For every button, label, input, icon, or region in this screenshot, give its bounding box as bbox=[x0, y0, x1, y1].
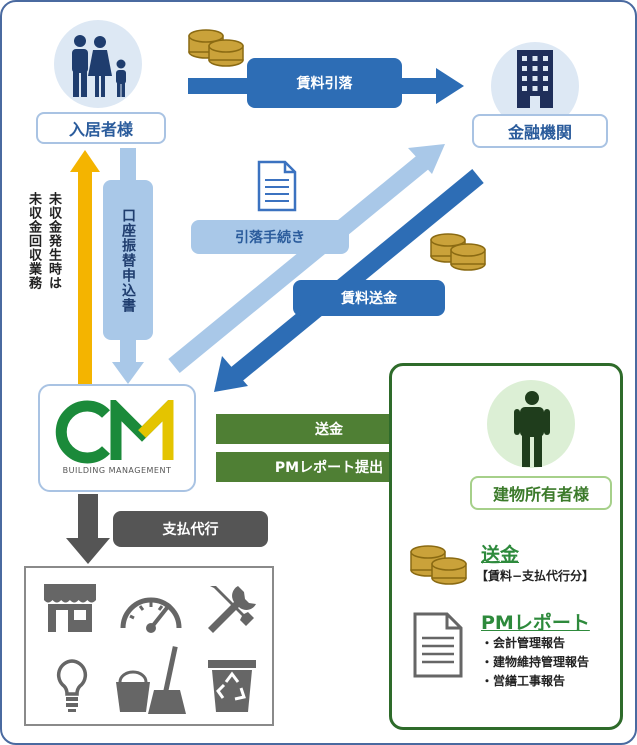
report-item-2: ・建物維持管理報告 bbox=[481, 655, 590, 669]
shop-icon bbox=[43, 584, 96, 632]
debit-procedure-label: 引落手続き bbox=[191, 220, 349, 254]
collection-text-2: 未収金回収業務 bbox=[26, 192, 41, 290]
owner-remittance-note: 【賃料−支払代行分】 bbox=[476, 569, 595, 583]
bank-label: 金融機関 bbox=[472, 114, 608, 148]
owner-label: 建物所有者様 bbox=[470, 476, 612, 510]
recycle-bin-icon bbox=[208, 660, 256, 712]
family-icon bbox=[72, 35, 126, 97]
rent-remittance-label: 賃料送金 bbox=[293, 280, 445, 316]
cleaning-icon bbox=[116, 646, 186, 714]
remittance-label: 送金 bbox=[315, 422, 343, 438]
coins-icon-2 bbox=[430, 233, 486, 271]
application-form-label: 口座振替申込書 bbox=[103, 180, 153, 340]
owner-remittance-title: 送金 bbox=[481, 544, 520, 566]
rent-debit-label: 賃料引落 bbox=[247, 58, 402, 108]
tenant-label: 入居者様 bbox=[36, 112, 166, 144]
person-icon bbox=[514, 391, 550, 467]
tools-icon bbox=[208, 586, 256, 633]
pm-report-submit-label: PMレポート提出 bbox=[274, 460, 384, 476]
coins-icon-3 bbox=[410, 545, 467, 585]
gauge-icon bbox=[120, 597, 182, 633]
services-box bbox=[24, 566, 274, 726]
diagonal-arrows bbox=[168, 144, 484, 392]
bank-building-icon bbox=[517, 50, 553, 108]
collection-text-1: 未収金発生時は bbox=[46, 192, 61, 290]
lightbulb-icon bbox=[56, 659, 88, 712]
report-document-icon bbox=[413, 612, 463, 678]
cm-logo bbox=[55, 400, 174, 464]
document-icon bbox=[257, 160, 297, 212]
report-item-1: ・会計管理報告 bbox=[481, 636, 566, 650]
owner-report-title: PMレポート bbox=[481, 612, 590, 634]
collection-arrow bbox=[70, 150, 100, 384]
payment-agency-label: 支払代行 bbox=[113, 511, 268, 547]
cm-subtitle: BUILDING MANAGEMENT bbox=[62, 466, 172, 475]
coins-icon bbox=[188, 29, 244, 67]
payment-agency-arrow bbox=[66, 494, 110, 564]
report-item-3: ・営繕工事報告 bbox=[481, 674, 566, 688]
cm-logo-box: BUILDING MANAGEMENT bbox=[38, 384, 196, 492]
